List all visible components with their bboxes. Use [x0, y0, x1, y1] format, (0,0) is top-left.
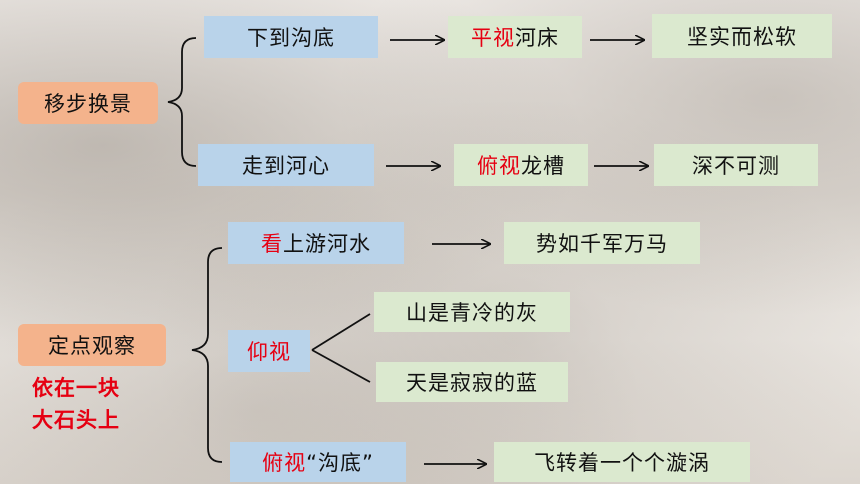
fixed-up-result-2: 天是寂寂的蓝 — [376, 362, 568, 402]
fixed-up-result-1: 山是青冷的灰 — [374, 292, 570, 332]
fixed-note-line2: 大石头上 — [32, 408, 120, 432]
fixed-label: 定点观察 — [18, 324, 166, 366]
fixed-down-rest: “沟底” — [306, 451, 374, 475]
move-row2-from: 走到河心 — [198, 144, 374, 186]
fixed-up-em: 仰视 — [247, 340, 291, 364]
move-row1-from-text: 下到沟底 — [247, 26, 335, 50]
fixed-up-result-1-text: 山是青冷的灰 — [406, 301, 538, 325]
move-row2-mid-rest: 龙槽 — [521, 154, 565, 178]
move-label: 移步换景 — [18, 82, 158, 124]
fixed-note: 依在一块 大石头上 — [32, 372, 120, 436]
fixed-down-result-text: 飞转着一个个漩涡 — [534, 451, 710, 475]
move-label-text: 移步换景 — [44, 92, 132, 116]
fixed-down-em: 俯视 — [262, 451, 307, 475]
move-row1-from: 下到沟底 — [204, 16, 378, 58]
fixed-look: 看上游河水 — [228, 222, 404, 264]
fixed-down: 俯视“沟底” — [230, 442, 406, 482]
fixed-look-result: 势如千军万马 — [504, 222, 700, 264]
brace-fixed — [191, 247, 223, 463]
fork-line-down — [311, 349, 371, 383]
fixed-look-result-text: 势如千军万马 — [536, 232, 668, 256]
fixed-up: 仰视 — [228, 330, 310, 372]
fixed-label-text: 定点观察 — [48, 334, 136, 358]
fixed-note-line1: 依在一块 — [32, 376, 120, 400]
fixed-down-result: 飞转着一个个漩涡 — [494, 442, 750, 482]
fixed-up-result-2-text: 天是寂寂的蓝 — [406, 371, 538, 395]
move-row1-mid: 平视河床 — [448, 16, 582, 58]
move-row2-result: 深不可测 — [654, 144, 818, 186]
move-row2-mid-em: 俯视 — [477, 154, 521, 178]
move-row2-mid: 俯视龙槽 — [454, 144, 588, 186]
fixed-look-em: 看 — [261, 232, 283, 256]
move-row2-result-text: 深不可测 — [692, 154, 780, 178]
move-row1-result-text: 坚实而松软 — [687, 25, 797, 49]
brace-move — [167, 37, 197, 167]
fixed-look-rest: 上游河水 — [283, 232, 371, 256]
fork-line-up — [311, 313, 371, 351]
move-row1-result: 坚实而松软 — [652, 14, 832, 58]
move-row2-from-text: 走到河心 — [242, 154, 330, 178]
move-row1-mid-rest: 河床 — [515, 26, 559, 50]
move-row1-mid-em: 平视 — [471, 26, 515, 50]
